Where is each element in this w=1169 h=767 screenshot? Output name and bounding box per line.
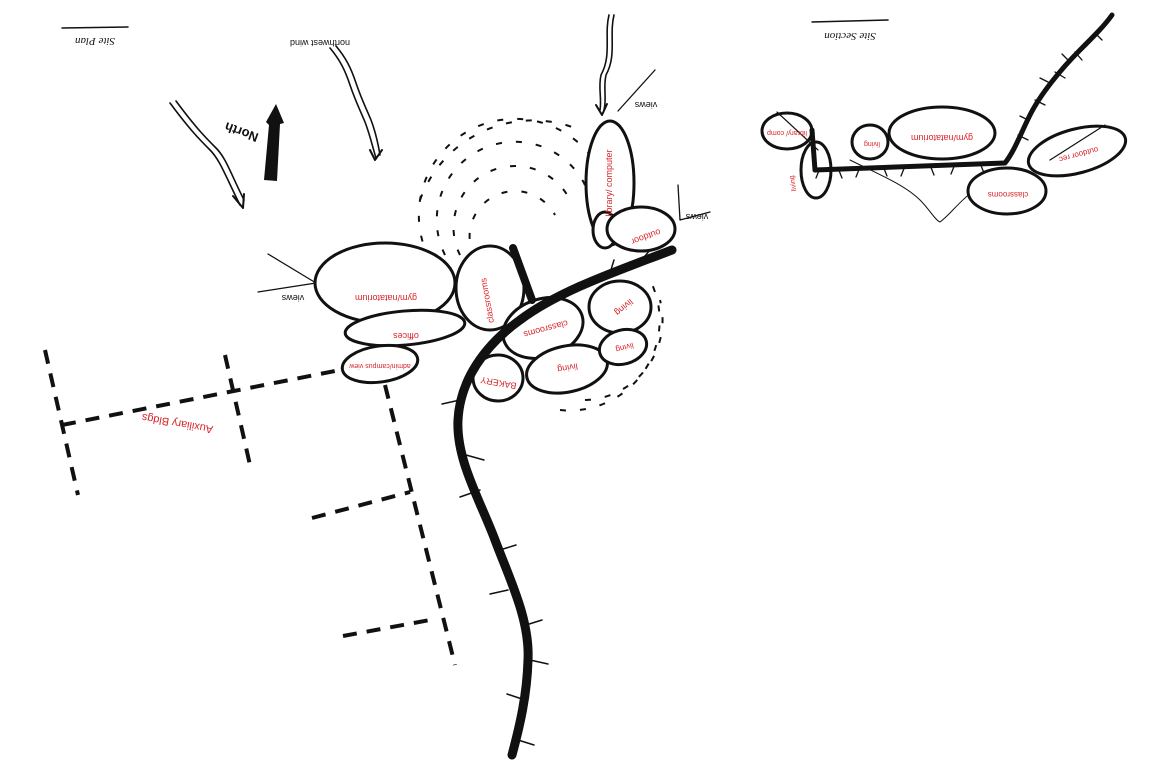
site-section-title: Site Section — [824, 30, 876, 42]
site-section-title-underline — [812, 20, 888, 22]
section-bubble-gym — [889, 107, 995, 159]
views-label: views — [685, 212, 708, 222]
program-bubbles — [315, 121, 675, 401]
wind-arrowhead-icon — [596, 104, 607, 115]
site-plan-title: Site Plan — [74, 35, 115, 47]
north-arrow-icon — [264, 104, 284, 181]
section-label-classrooms: classrooms — [988, 190, 1028, 199]
wind-label: northwest wind — [290, 38, 350, 48]
views-label: views — [634, 100, 657, 110]
wind-arrows: northwest wind — [170, 15, 614, 208]
section-label-living-1: living — [789, 175, 799, 192]
section-label-library: library/ comp — [767, 129, 807, 136]
site-section: Site Section library/ comp living living… — [762, 15, 1131, 222]
north-label: North — [223, 119, 261, 145]
wind-arrow-icon — [330, 46, 380, 158]
section-label-gym: gym/natatorium — [911, 133, 973, 143]
site-plan-title-group: Site Plan — [74, 35, 115, 47]
views-label: views — [281, 293, 304, 303]
section-label-living-2: living — [864, 140, 880, 147]
label-gym: gym/natatorium — [355, 293, 417, 303]
site-plan-title-underline — [62, 27, 128, 28]
auxiliary-grid — [45, 350, 455, 665]
north-arrow: North — [223, 104, 284, 181]
label-library: library/ computer — [604, 149, 614, 216]
label-admin: admin/campus view — [348, 362, 410, 369]
label-offices: offices — [393, 331, 419, 341]
wind-arrow-icon — [170, 101, 244, 205]
site-plan: Site Plan North northwest wind — [45, 15, 710, 755]
wind-arrow-icon — [600, 15, 614, 110]
label-auxiliary: Auxiliary Bldgs — [140, 411, 214, 435]
section-building-wall — [812, 130, 815, 170]
